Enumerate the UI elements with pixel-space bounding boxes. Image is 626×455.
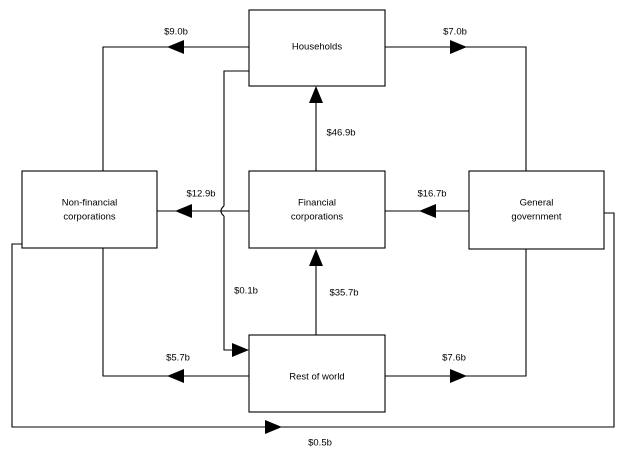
node-box-rest-of-world[interactable] (248, 334, 386, 413)
node-nonfinancial-corporations[interactable]: Non-financial corporations (21, 170, 158, 249)
flow-label-households-to-nonfinancial: $9.0b (164, 27, 188, 38)
flow-line-restofworld-to-nonfinancial (102, 248, 249, 377)
flow-label-nonfinancial-to-government: $0.5b (308, 438, 332, 449)
node-label-rest-of-world: Rest of world (289, 372, 344, 383)
node-label-nonfinancial-line2: corporations (63, 212, 116, 223)
node-rest-of-world[interactable]: Rest of world (248, 334, 386, 413)
node-label-households: Households (292, 42, 342, 53)
node-box-financial-corporations[interactable] (248, 170, 386, 249)
arrow-head-nonfinancial-to-government (265, 420, 282, 434)
flow-line-households-to-restofworld-lower (223, 216, 234, 351)
flow-label-financial-to-households: $46.9b (326, 128, 355, 139)
flow-label-households-to-restofworld: $0.1b (234, 286, 258, 297)
flow-label-restofworld-to-financial: $35.7b (329, 288, 358, 299)
flow-label-restofworld-to-government: $7.6b (442, 353, 466, 364)
arrow-head-restofworld-to-government (450, 369, 467, 383)
node-households[interactable]: Households (248, 9, 386, 87)
node-label-nonfinancial-line1: Non-financial (62, 198, 117, 209)
arrow-head-households-to-restofworld (232, 343, 249, 357)
flow-label-government-to-financial: $16.7b (417, 189, 446, 200)
arrow-head-government-to-financial (419, 204, 436, 218)
arrow-head-financial-to-nonfinancial (175, 204, 192, 218)
node-financial-corporations[interactable]: Financial corporations (248, 170, 386, 249)
flow-line-households-to-restofworld-upper (223, 70, 249, 206)
node-box-households[interactable] (248, 9, 386, 87)
arrow-head-restofworld-to-nonfinancial (167, 369, 184, 383)
node-label-government-line2: government (511, 212, 562, 223)
flow-label-restofworld-to-nonfinancial: $5.7b (166, 353, 190, 364)
flow-label-households-to-government: $7.0b (443, 27, 467, 38)
flow-label-financial-to-nonfinancial: $12.9b (186, 189, 215, 200)
flow-line-households-to-nonfinancial (102, 46, 249, 171)
node-label-government-line1: General (520, 198, 554, 209)
flow-line-households-to-government (385, 46, 527, 171)
arrow-head-restofworld-to-financial (309, 249, 323, 266)
flow-line-restofworld-to-government (385, 249, 527, 377)
node-label-financial-line1: Financial (298, 198, 336, 209)
node-box-general-government[interactable] (468, 170, 605, 250)
arrow-head-households-to-government (450, 40, 467, 54)
flow-line-nonfinancial-to-government (11, 212, 615, 428)
node-box-nonfinancial-corporations[interactable] (21, 170, 158, 249)
node-label-financial-line2: corporations (291, 212, 344, 223)
arrow-head-financial-to-households (309, 86, 323, 103)
arrow-head-households-to-nonfinancial (167, 40, 184, 54)
node-general-government[interactable]: General government (468, 170, 605, 250)
